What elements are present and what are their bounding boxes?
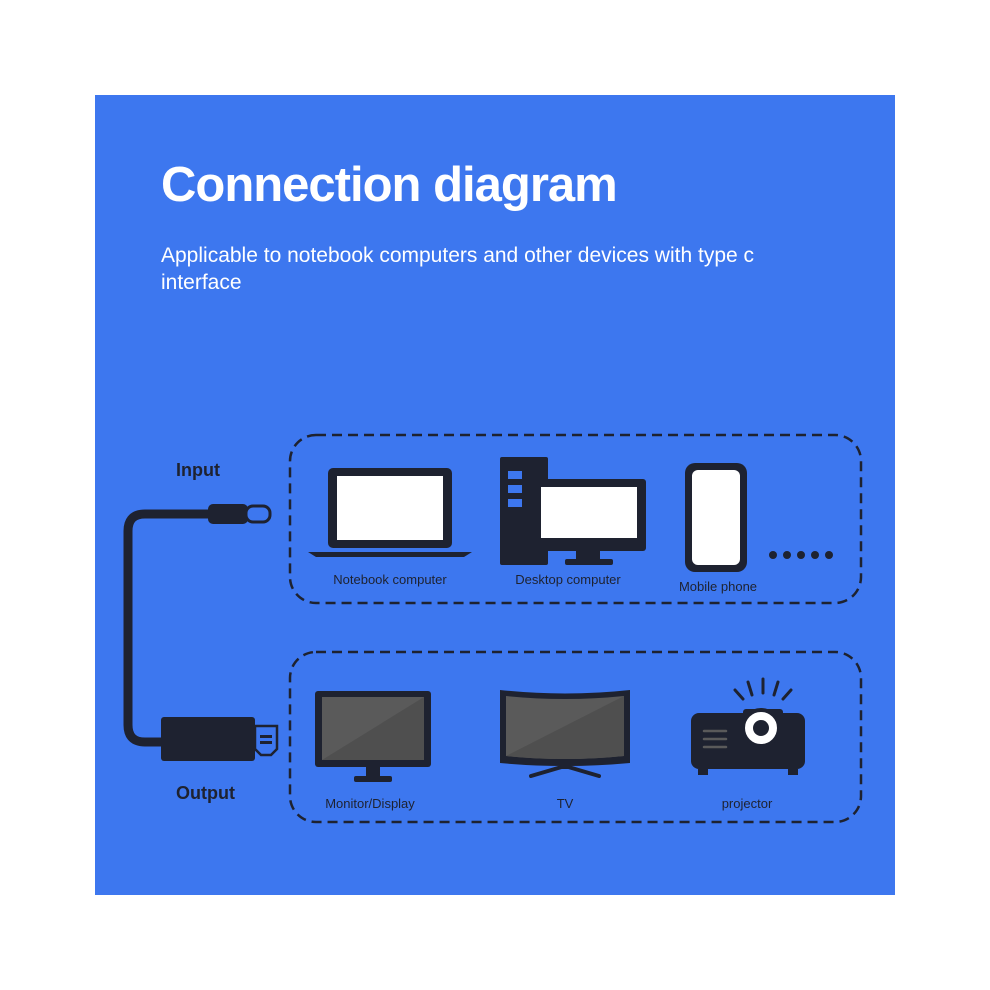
desktop-computer-icon (500, 457, 646, 565)
hdmi-connector-icon (161, 717, 279, 761)
page-title: Connection diagram (161, 158, 618, 212)
adapter-cable (123, 504, 279, 761)
page-subtitle: Applicable to notebook computers and oth… (161, 244, 755, 294)
projector-icon (691, 677, 805, 775)
diagram-graphics (95, 95, 895, 895)
output-group-box (288, 650, 863, 824)
usb-c-connector-icon (208, 504, 272, 524)
monitor-icon (315, 691, 431, 782)
input-group-box (288, 433, 863, 605)
device-label-projector: projector (721, 796, 773, 811)
device-label-notebook: Notebook computer (333, 572, 447, 587)
device-label-tv: TV (556, 796, 574, 811)
more-devices-dots-icon (769, 551, 833, 559)
device-label-mobile: Mobile phone (678, 579, 758, 594)
laptop-icon (308, 468, 472, 557)
diagram-panel: Connection diagram Applicable to noteboo… (95, 95, 895, 895)
background (95, 95, 895, 895)
output-label: Output (176, 783, 235, 803)
device-label-monitor: Monitor/Display (325, 796, 415, 811)
input-label: Input (176, 460, 220, 480)
mobile-phone-icon (685, 463, 747, 572)
tv-icon (500, 690, 630, 778)
device-label-desktop: Desktop computer (515, 572, 621, 587)
